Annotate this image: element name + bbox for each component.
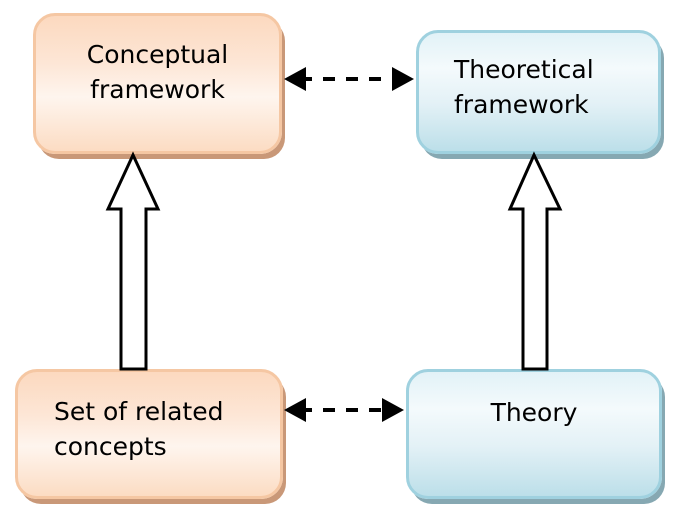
block-arrow-up-left xyxy=(105,151,161,371)
arrowhead-left xyxy=(284,67,306,91)
node-label-line: framework xyxy=(90,74,225,104)
conceptual-framework-node: Conceptual framework xyxy=(33,13,282,154)
node-label-line: Theoretical xyxy=(454,55,594,84)
arrowhead-left xyxy=(284,398,306,422)
node-label-line: framework xyxy=(454,89,589,119)
theory-node: Theory xyxy=(406,369,662,499)
dashed-arrow-top xyxy=(284,67,414,91)
arrowhead-right xyxy=(392,67,414,91)
node-label: Set of related concepts xyxy=(54,395,223,464)
theoretical-framework-node: Theoretical framework xyxy=(416,30,661,154)
node-label-line: Theory xyxy=(490,398,578,427)
block-arrow-up-right xyxy=(507,151,563,371)
dashed-arrow-bottom xyxy=(284,398,404,422)
node-label: Theory xyxy=(409,396,659,431)
node-label-line: Set of related xyxy=(54,397,224,426)
node-label: Theoretical framework xyxy=(454,53,594,122)
node-label-line: Conceptual xyxy=(86,40,229,69)
node-label: Conceptual framework xyxy=(36,38,279,107)
node-label-line: concepts xyxy=(54,431,167,461)
set-of-related-concepts-node: Set of related concepts xyxy=(15,369,283,499)
arrowhead-right xyxy=(382,398,404,422)
